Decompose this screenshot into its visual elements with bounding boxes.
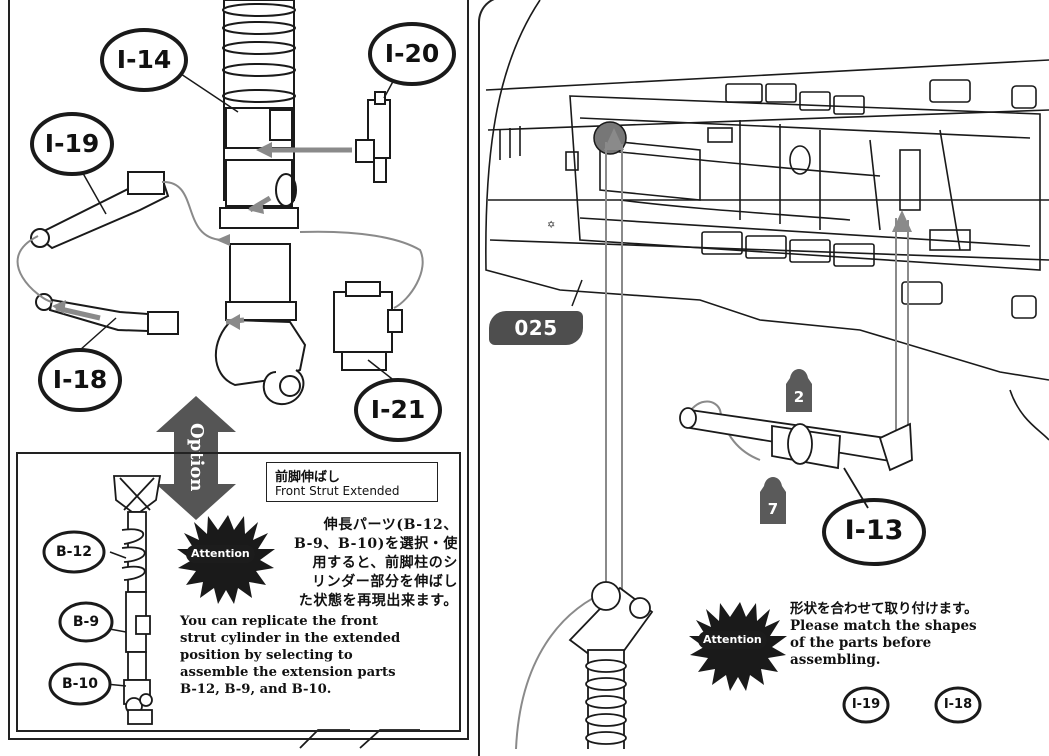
callout-i19-small: I-19 — [851, 697, 881, 712]
en-line: You can replicate the front — [180, 614, 378, 629]
step-number-badge: 025 — [489, 311, 583, 345]
jp-line: B-9、B-10)を選択・使 — [293, 536, 458, 552]
en-line: position by selecting to — [180, 648, 353, 663]
callout-i14: I-14 — [116, 45, 172, 74]
attention-label-left: Attention — [186, 545, 255, 563]
callout-i21: I-21 — [370, 395, 426, 424]
callout-i18: I-18 — [52, 365, 108, 394]
callout-b10: B-10 — [62, 676, 98, 692]
extended-title-jp: 前脚伸ばし — [275, 470, 341, 485]
paint-bottle-2 — [786, 369, 812, 412]
jp-line: 伸長パーツ(B-12、 — [323, 517, 458, 533]
part-i13-drawing — [679, 407, 913, 509]
note-text: 形状を合わせて取り付けます。 Please match the shapes o… — [790, 601, 1030, 669]
en-line: B-12, B-9, and B-10. — [180, 682, 332, 697]
svg-text:✡: ✡ — [547, 220, 555, 231]
note-en-line: assembling. — [790, 652, 881, 668]
callout-i13: I-13 — [844, 515, 904, 546]
paint-number-2: 2 — [793, 388, 805, 406]
extended-title-en: Front Strut Extended — [275, 484, 400, 498]
jp-line: た状態を再現出来ます。 — [298, 593, 458, 609]
option-label: Option — [186, 422, 207, 492]
jp-line: リンダー部分を伸ばし — [312, 574, 458, 590]
paint-bottle-7 — [760, 477, 786, 524]
note-jp-line: 形状を合わせて取り付けます。 — [790, 601, 978, 617]
extended-en-text: You can replicate the front strut cylind… — [180, 613, 460, 698]
callout-i18-small: I-18 — [943, 697, 973, 712]
callout-i19: I-19 — [44, 129, 100, 158]
option-double-arrow — [156, 396, 236, 520]
en-line: assemble the extension parts — [180, 665, 396, 680]
note-en-line: Please match the shapes — [790, 618, 977, 634]
extended-title-box: 前脚伸ばし Front Strut Extended — [266, 462, 438, 502]
jp-line: 用すると、前脚柱のシ — [312, 555, 458, 571]
strut-lower-drawing — [568, 581, 654, 749]
callout-i20: I-20 — [384, 39, 440, 68]
en-line: strut cylinder in the extended — [180, 631, 401, 646]
note-en-line: of the parts before — [790, 635, 932, 651]
paint-number-7: 7 — [767, 500, 779, 518]
callout-b12: B-12 — [56, 544, 92, 560]
extended-jp-text: 伸長パーツ(B-12、 B-9、B-10)を選択・使 用すると、前脚柱のシ リン… — [264, 516, 458, 611]
callout-b9: B-9 — [72, 614, 100, 630]
attention-label-right: Attention — [698, 631, 767, 649]
option-box — [16, 452, 461, 732]
